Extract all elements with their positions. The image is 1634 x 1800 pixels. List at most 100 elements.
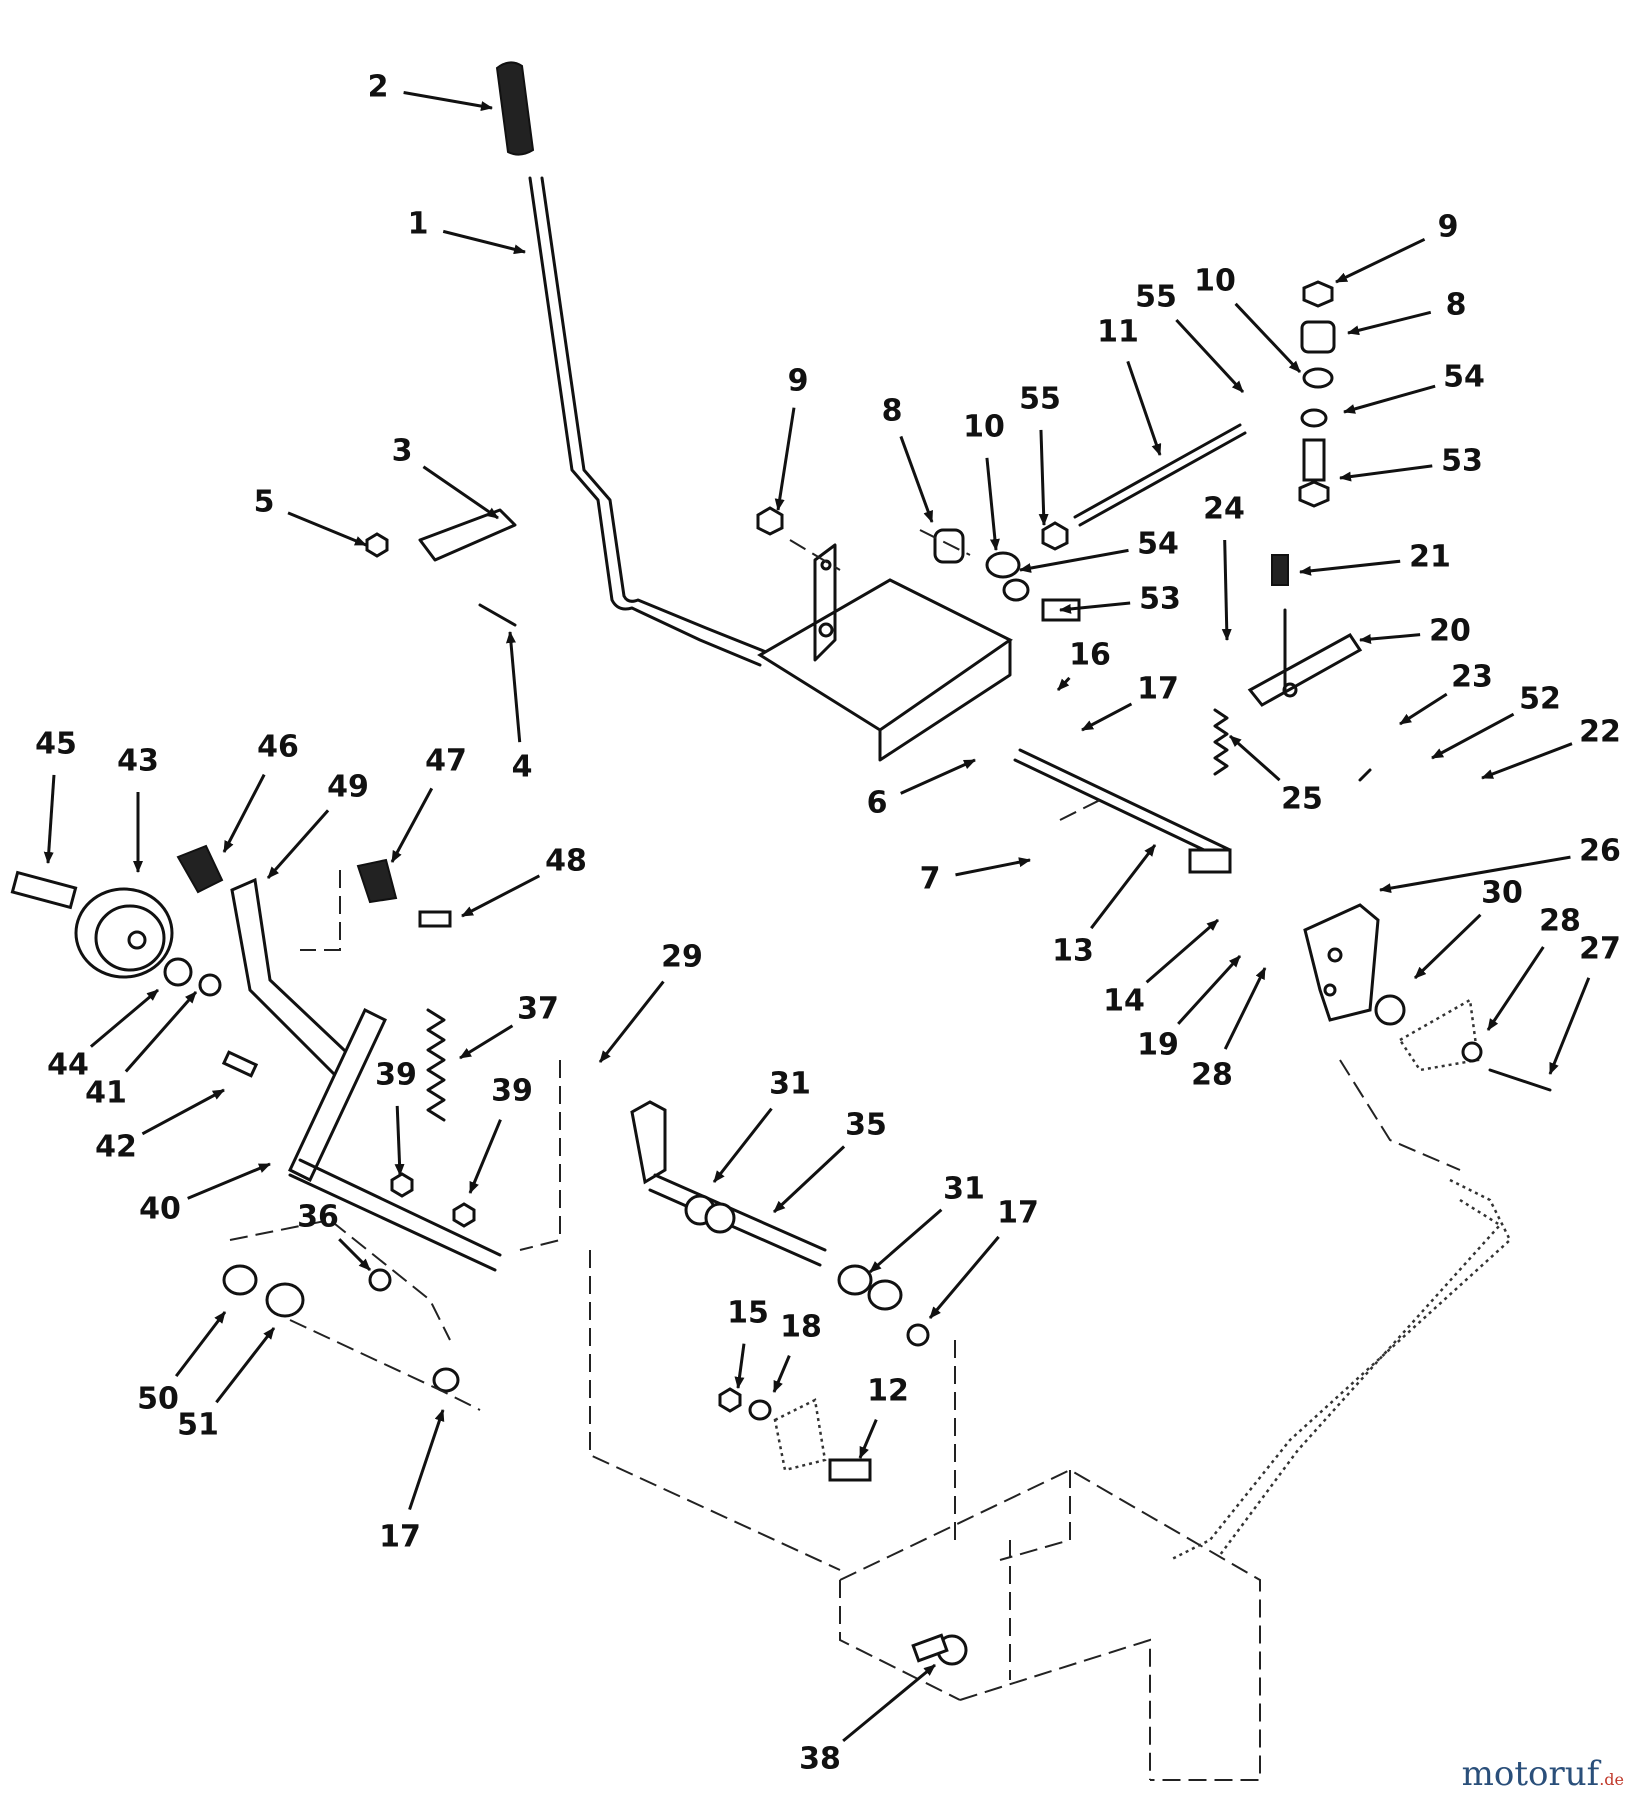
callout-c25: 25 [1281, 782, 1323, 817]
frame-section [839, 1468, 1261, 1781]
leader-c39b [468, 1119, 502, 1194]
leader-c41 [124, 991, 198, 1073]
callout-c6: 6 [867, 786, 888, 821]
leader-c55b [1175, 318, 1245, 394]
callout-c49: 49 [327, 770, 369, 805]
leader-c16 [1056, 676, 1071, 692]
callout-c22: 22 [1579, 715, 1621, 750]
leader-c24 [1221, 539, 1232, 641]
leader-c25 [1229, 734, 1281, 782]
callout-c17a: 17 [1137, 672, 1179, 707]
lower-washers [221, 1050, 460, 1393]
leader-c53a [1339, 464, 1433, 482]
leader-c45 [43, 774, 56, 864]
callout-c2: 2 [368, 70, 389, 105]
leader-c27 [1548, 977, 1591, 1075]
callout-c28b: 28 [1191, 1058, 1233, 1093]
callout-c55a: 55 [1019, 382, 1061, 417]
leader-c11 [1126, 360, 1162, 456]
callout-c39a: 39 [375, 1058, 417, 1093]
leader-c3 [422, 465, 499, 520]
callout-c24: 24 [1203, 492, 1245, 527]
callout-c21: 21 [1409, 540, 1451, 575]
callout-c43: 43 [117, 744, 159, 779]
leader-c44 [89, 988, 159, 1048]
cam-plate [1374, 994, 1552, 1092]
leader-c21 [1299, 559, 1401, 576]
callout-c20: 20 [1429, 614, 1471, 649]
callout-c42: 42 [95, 1130, 137, 1165]
callout-c30: 30 [1481, 876, 1523, 911]
callout-c36: 36 [297, 1200, 339, 1235]
leader-c28b [1223, 967, 1267, 1050]
callout-c10b: 10 [1194, 264, 1236, 299]
callout-c13: 13 [1052, 934, 1094, 969]
leader-c35 [772, 1145, 846, 1214]
top-hardware-stack [1298, 280, 1336, 508]
leader-c12 [858, 1419, 878, 1459]
leader-c28a [1486, 946, 1545, 1031]
leader-c14 [1145, 918, 1219, 984]
leader-c36 [338, 1238, 372, 1272]
leader-c53b [1059, 601, 1131, 614]
callout-c5: 5 [254, 485, 275, 520]
adjusting-rod [1073, 423, 1247, 527]
callout-c8a: 8 [882, 394, 903, 429]
leader-c50 [174, 1311, 227, 1378]
callout-c17c: 17 [379, 1520, 421, 1555]
idler-arm [230, 877, 502, 1272]
callout-c31b: 31 [943, 1172, 985, 1207]
leader-c17c [408, 1409, 445, 1511]
leader-c40 [187, 1162, 271, 1200]
leader-c46 [222, 773, 266, 853]
pivot-bracket [757, 543, 1013, 762]
leader-c19 [1177, 954, 1242, 1025]
bushings [176, 844, 452, 928]
callout-c54b: 54 [1137, 527, 1179, 562]
leader-c55a [1038, 429, 1049, 526]
callout-c39b: 39 [491, 1074, 533, 1109]
leader-c26 [1379, 855, 1571, 894]
callout-c15: 15 [727, 1296, 769, 1331]
leader-c9b [1335, 237, 1426, 284]
callout-c16: 16 [1069, 638, 1111, 673]
leader-c17b [928, 1235, 1000, 1319]
leader-c42 [141, 1088, 225, 1136]
leader-c8a [899, 435, 934, 523]
callout-c3: 3 [392, 434, 413, 469]
leader-c2 [403, 91, 493, 112]
callout-c8b: 8 [1446, 288, 1467, 323]
leader-c7 [955, 857, 1031, 877]
brake-hardware [718, 1387, 872, 1482]
callout-c9a: 9 [788, 364, 809, 399]
leader-c10b [1234, 302, 1302, 374]
callout-c9b: 9 [1438, 210, 1459, 245]
callout-c46: 46 [257, 730, 299, 765]
leader-c37 [459, 1024, 514, 1060]
callout-c14: 14 [1103, 984, 1145, 1019]
shift-link [1247, 554, 1363, 707]
callout-c27: 27 [1579, 932, 1621, 967]
segment-plate [1303, 903, 1380, 1022]
leader-c5 [287, 511, 367, 547]
leader-c49 [266, 809, 330, 879]
callout-c53a: 53 [1441, 444, 1483, 479]
alignment-lines [229, 529, 1461, 1571]
callout-c44: 44 [47, 1048, 89, 1083]
leader-c13 [1090, 844, 1157, 930]
brake-shaft [630, 1100, 930, 1347]
lift-lever-rod [528, 176, 768, 667]
callout-c35: 35 [845, 1108, 887, 1143]
leader-c6 [900, 758, 976, 795]
leader-c4 [505, 631, 522, 743]
leader-c31b [869, 1208, 943, 1274]
cross-shaft [1013, 748, 1232, 874]
leader-c9a [774, 407, 796, 511]
leader-c10a [985, 457, 1000, 551]
callout-c41: 41 [85, 1076, 127, 1111]
callout-c10a: 10 [963, 410, 1005, 445]
callout-c45: 45 [35, 727, 77, 762]
leader-c54a [1343, 384, 1436, 414]
extension-spring [390, 1008, 476, 1228]
